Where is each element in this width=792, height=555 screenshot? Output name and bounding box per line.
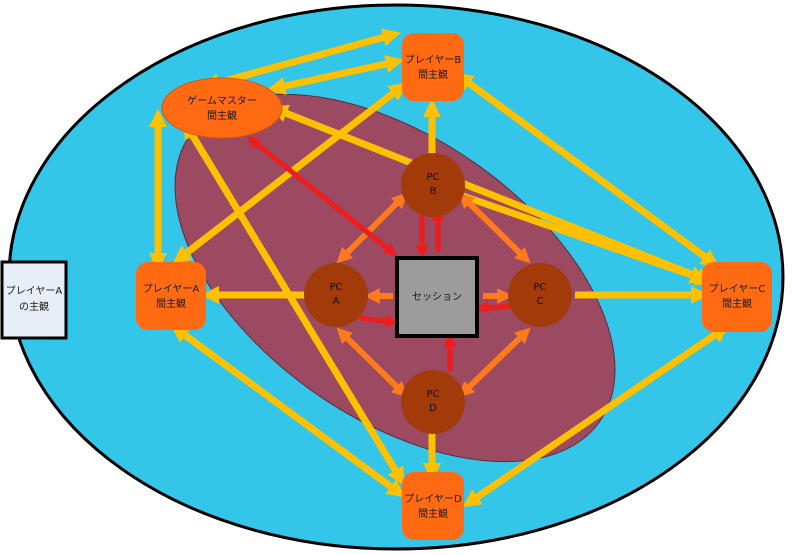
b-label-line1: プレイヤーB (405, 54, 462, 66)
red-arrows (246, 135, 513, 372)
yellow-arrows (148, 28, 730, 508)
pca-label-line1: PC (329, 282, 342, 293)
pcb-label-line1: PC (426, 172, 439, 183)
arrow-pcc-pcd (458, 327, 531, 398)
gm-label-line2: 間主観 (207, 109, 237, 122)
b-label-line2: 間主観 (418, 68, 448, 81)
node-pc-d: PC D (401, 370, 465, 434)
session-label: セッション (412, 291, 462, 303)
node-c-subjective: プレイヤーC 間主観 (702, 262, 772, 332)
arrow-gm-d (183, 120, 405, 486)
c-label-line2: 間主観 (722, 297, 752, 310)
gm-label-line1: ゲームマスター (187, 95, 257, 107)
a-label-line2: 間主観 (156, 297, 186, 310)
node-pc-c: PC C (508, 263, 572, 327)
d-label-line1: プレイヤーD (404, 493, 462, 505)
outside-box-line2: の主観 (19, 300, 49, 313)
c-label-line1: プレイヤーC (709, 283, 766, 295)
pcd-label-line1: PC (426, 389, 439, 400)
pcc-label-line2: C (537, 296, 544, 307)
player-a-subjective-box: プレイヤーA の主観 (0, 260, 68, 340)
pca-label-line2: A (333, 296, 340, 307)
node-b-subjective: プレイヤーB 間主観 (402, 33, 464, 101)
arrow-pca-session-red (359, 314, 399, 328)
arrow-gm-top-b (201, 28, 401, 92)
pcc-label-line1: PC (533, 282, 546, 293)
outside-box-line1: プレイヤーA (6, 285, 63, 297)
node-gm-subjective: ゲームマスター 間主観 (161, 77, 283, 139)
node-pc-b: PC B (401, 153, 465, 217)
arrow-pcb-pcc (458, 192, 531, 264)
arrow-pca-pcd (336, 327, 408, 398)
node-a-subjective: プレイヤーA 間主観 (136, 262, 206, 330)
arrow-pcc-session-red (475, 301, 513, 315)
arrow-gm-session (246, 135, 398, 257)
node-pc-a: PC A (304, 263, 368, 327)
node-d-subjective: プレイヤーD 間主観 (402, 472, 464, 540)
d-label-line2: 間主観 (418, 507, 448, 520)
a-label-line1: プレイヤーA (143, 283, 200, 295)
pcb-label-line2: B (430, 186, 437, 197)
pcd-label-line2: D (429, 403, 437, 414)
arrow-c-d (462, 324, 730, 508)
session-node: セッション (395, 256, 479, 338)
